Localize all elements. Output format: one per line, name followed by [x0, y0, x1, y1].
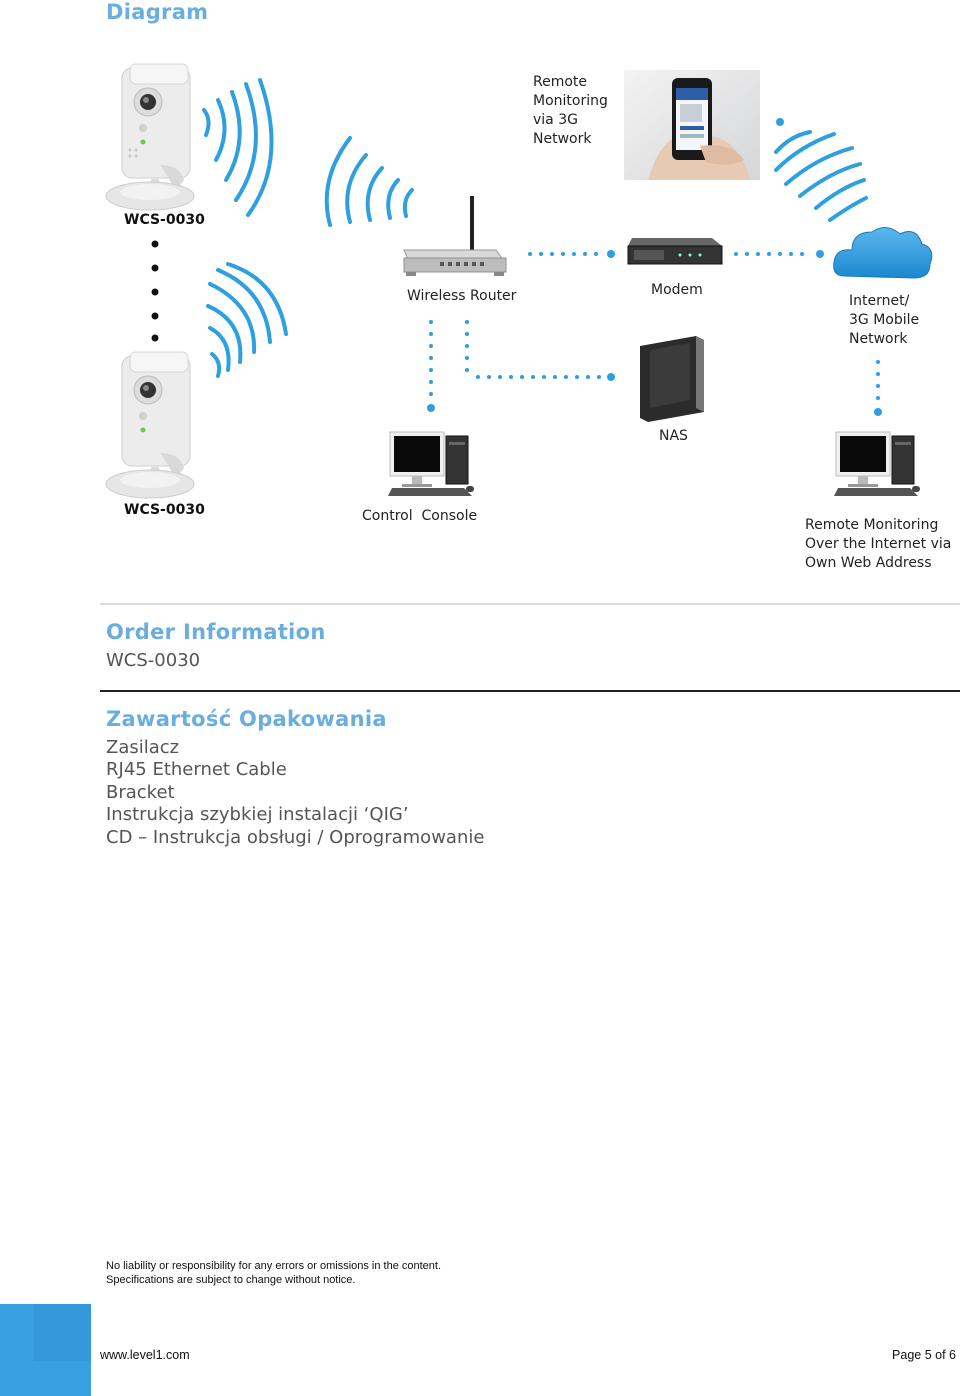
camera-bottom-icon: [105, 351, 195, 499]
camera-top-label: WCS-0030: [124, 212, 205, 228]
smartphone-icon: [624, 70, 760, 180]
internet-label: Internet/ 3G Mobile Network: [849, 293, 920, 347]
list-item: Zasilacz: [106, 737, 180, 758]
disclaimer-line-1: No liability or responsibility for any e…: [106, 1260, 442, 1272]
order-info-heading: Order Information: [106, 620, 326, 644]
signal-arcs-phone: [774, 130, 868, 222]
divider-light: [100, 603, 960, 605]
footer-accent-inner: [34, 1304, 91, 1361]
signal-arcs-top: [202, 78, 274, 217]
divider-dark: [100, 690, 960, 692]
wireless-router-label: Wireless Router: [407, 288, 517, 304]
list-item: RJ45 Ethernet Cable: [106, 759, 287, 781]
camera-bottom-label: WCS-0030: [124, 502, 205, 518]
camera-top-icon: [105, 63, 195, 211]
signal-arcs-camera2: [206, 262, 288, 378]
website-link[interactable]: www.level1.com: [100, 1348, 190, 1362]
network-diagram: WCS-0030 WCS-0030 Remote Monitoring via …: [100, 50, 960, 590]
nas-label: NAS: [659, 428, 688, 444]
diagram-heading: Diagram: [106, 0, 209, 24]
page-number: Page 5 of 6: [892, 1348, 956, 1362]
nas-icon: [640, 336, 704, 422]
package-contents-heading: Zawartość Opakowania: [106, 707, 387, 731]
order-model-code: WCS-0030: [106, 650, 201, 671]
footer-accent-block: [0, 1304, 91, 1396]
disclaimer-line-2: Specifications are subject to change wit…: [106, 1274, 356, 1286]
list-item: CD – Instrukcja obsługi / Oprogramowanie: [106, 826, 485, 848]
list-item: Instrukcja szybkiej instalacji ‘QIG’: [106, 804, 409, 826]
wireless-router-icon: [403, 196, 507, 276]
package-contents-list: Zasilacz RJ45 Ethernet Cable Bracket Ins…: [106, 737, 484, 849]
signal-arcs-mid: [324, 136, 414, 227]
list-item: Bracket: [106, 781, 175, 803]
cloud-icon: [833, 227, 933, 279]
remote-web-label: Remote Monitoring Over the Internet via …: [805, 517, 952, 571]
remote-pc-icon: [834, 431, 920, 496]
modem-label: Modem: [651, 282, 703, 298]
modem-icon: [627, 238, 723, 265]
control-console-label: Control Console: [362, 508, 478, 524]
remote-3g-label: Remote Monitoring via 3G Network: [533, 74, 608, 147]
control-console-pc-icon: [388, 431, 474, 496]
